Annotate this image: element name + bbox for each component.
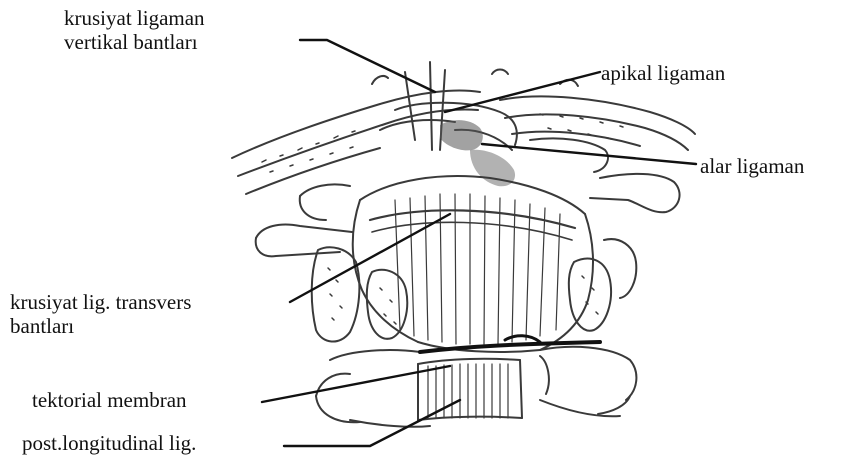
label-apikal-text: apikal ligaman: [601, 61, 725, 85]
label-apikal: apikal ligaman: [601, 61, 725, 85]
label-tektorial-text: tektorial membran: [32, 388, 187, 412]
articular-pillars: [312, 239, 637, 341]
label-post-longitudinal-text: post.longitudinal lig.: [22, 431, 196, 455]
label-krusiyat-transvers: krusiyat lig. transvers bantları: [10, 290, 191, 338]
leader-alar: [482, 144, 696, 164]
dens-region: [380, 62, 517, 186]
label-krusiyat-transvers-line2: bantları: [10, 314, 191, 338]
label-alar: alar ligaman: [700, 154, 804, 178]
leader-krusiyat-vertical: [300, 40, 435, 92]
leader-lines: [262, 40, 696, 446]
label-krusiyat-transvers-line1: krusiyat lig. transvers: [10, 290, 191, 314]
label-alar-text: alar ligaman: [700, 154, 804, 178]
label-tektorial: tektorial membran: [32, 388, 187, 412]
label-krusiyat-vertical: krusiyat ligaman vertikal bantları: [64, 6, 205, 54]
cruciate-ligament: [353, 176, 593, 352]
label-post-longitudinal: post.longitudinal lig.: [22, 431, 196, 455]
label-krusiyat-vertical-line1: krusiyat ligaman: [64, 6, 205, 30]
leader-apikal: [445, 72, 600, 112]
label-krusiyat-vertical-line2: vertikal bantları: [64, 30, 205, 54]
leader-tektorial: [262, 366, 450, 402]
